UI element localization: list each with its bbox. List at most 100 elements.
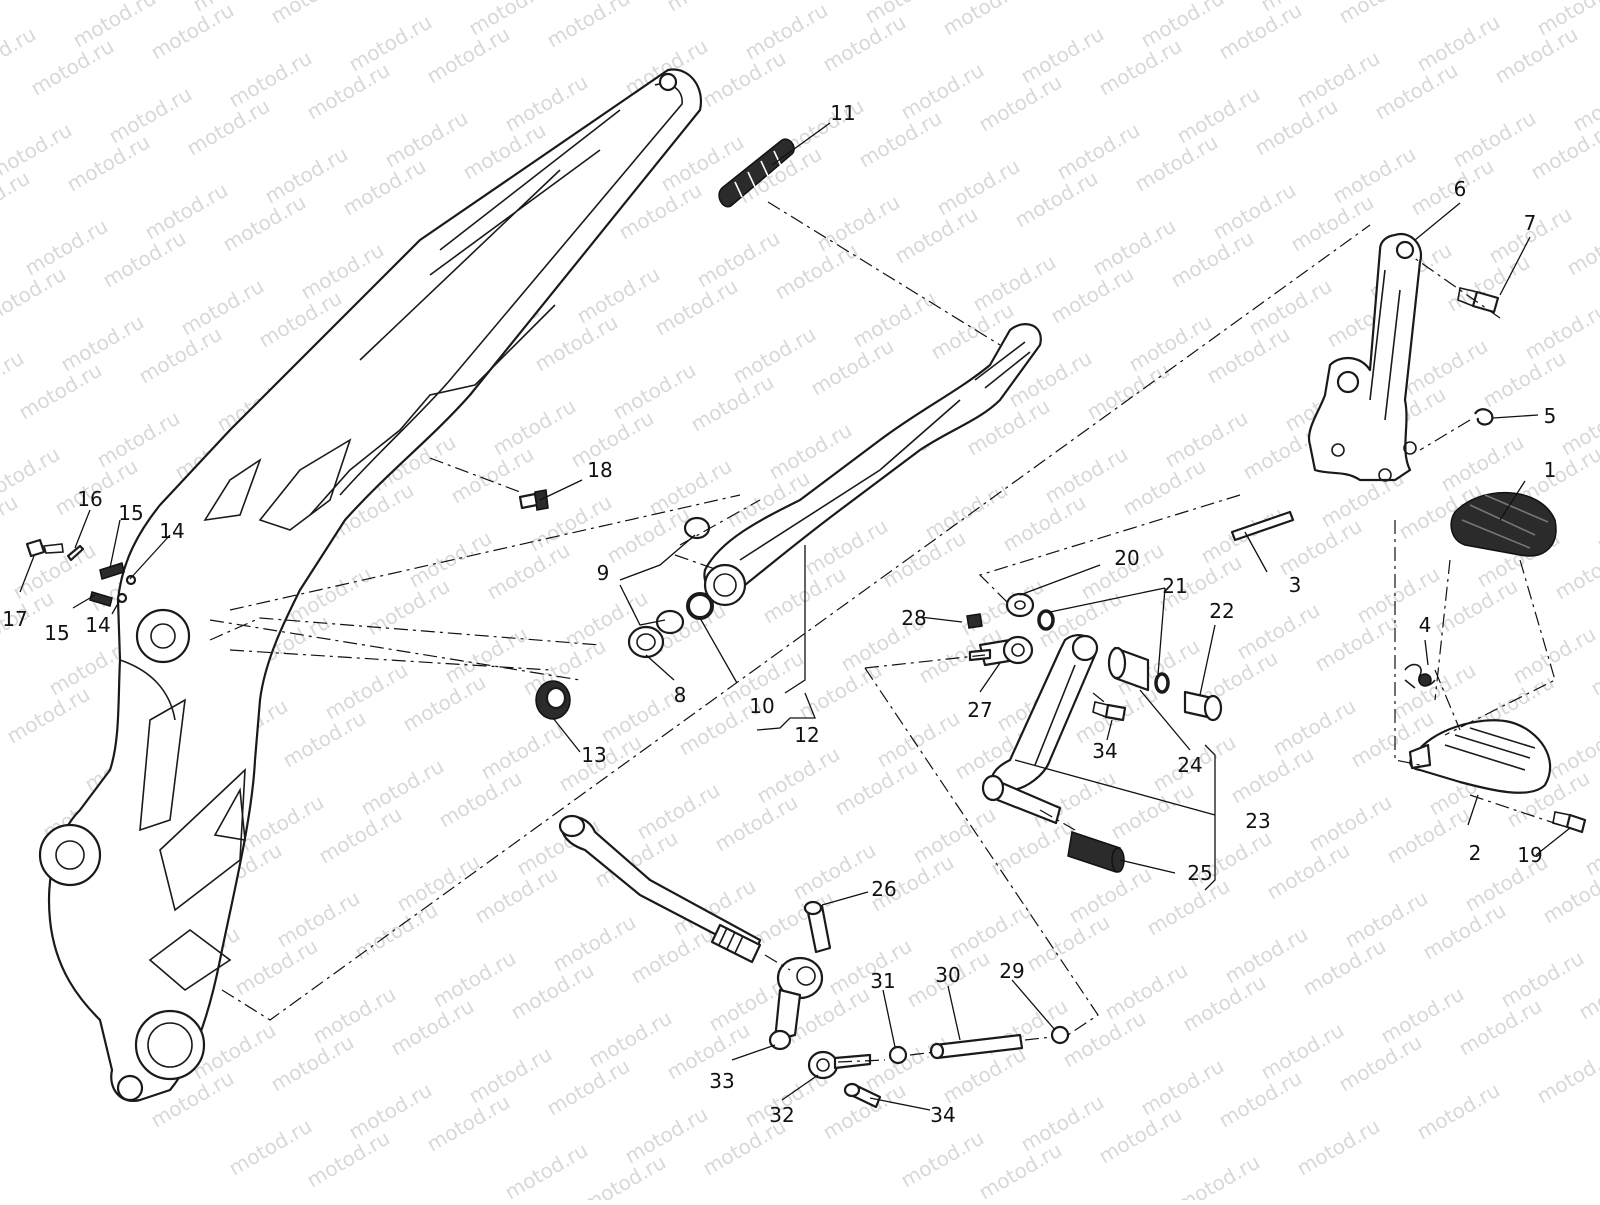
watermark-text: motod.ru bbox=[549, 910, 640, 977]
watermark-text: motod.ru bbox=[603, 502, 694, 569]
watermark-text: motod.ru bbox=[891, 202, 982, 269]
watermark-text: motod.ru bbox=[543, 1054, 634, 1121]
watermark-text: motod.ru bbox=[945, 898, 1036, 965]
callout-30: 30 bbox=[935, 963, 960, 987]
watermark-text: motod.ru bbox=[729, 322, 820, 389]
watermark-text: motod.ru bbox=[21, 214, 112, 281]
watermark-text: motod.ru bbox=[687, 370, 778, 437]
watermark-text: motod.ru bbox=[873, 706, 964, 773]
callout-16: 16 bbox=[77, 487, 102, 511]
callout-10: 10 bbox=[749, 694, 774, 718]
watermark-text: motod.ru bbox=[999, 490, 1090, 557]
watermark-text: motod.ru bbox=[315, 802, 406, 869]
watermark-text: motod.ru bbox=[477, 718, 568, 785]
watermark-text: motod.ru bbox=[1011, 166, 1102, 233]
callout-8: 8 bbox=[674, 683, 687, 707]
callout-33: 33 bbox=[709, 1069, 734, 1093]
watermark-text: motod.ru bbox=[1257, 1018, 1348, 1085]
screw-18 bbox=[520, 490, 548, 510]
watermark-text: motod.ru bbox=[3, 682, 94, 749]
callout-31: 31 bbox=[870, 969, 895, 993]
watermark-text: motod.ru bbox=[219, 190, 310, 257]
watermark-text: motod.ru bbox=[423, 1090, 514, 1157]
watermark-text: motod.ru bbox=[1119, 454, 1210, 521]
watermark-text: motod.ru bbox=[1479, 346, 1570, 413]
callout-27: 27 bbox=[967, 698, 992, 722]
watermark-text: motod.ru bbox=[489, 394, 580, 461]
rod-end-32 bbox=[809, 1052, 870, 1078]
watermark-text: motod.ru bbox=[63, 130, 154, 197]
watermark-text: motod.ru bbox=[1107, 778, 1198, 845]
watermark-text: motod.ru bbox=[1173, 82, 1264, 149]
callout-14a: 14 bbox=[159, 519, 184, 543]
watermark-text: motod.ru bbox=[849, 286, 940, 353]
callout-6: 6 bbox=[1454, 177, 1467, 201]
watermark-text: motod.ru bbox=[0, 166, 34, 233]
cap-13 bbox=[536, 681, 570, 719]
watermark-text: motod.ru bbox=[1053, 118, 1144, 185]
nut-31 bbox=[890, 1047, 906, 1063]
watermark-text: motod.ru bbox=[303, 1126, 394, 1193]
watermark-text: motod.ru bbox=[789, 838, 880, 905]
watermark-text: motod.ru bbox=[501, 70, 592, 137]
watermark-text: motod.ru bbox=[1311, 610, 1402, 677]
watermark-text: motod.ru bbox=[1215, 1066, 1306, 1133]
watermark-text: motod.ru bbox=[225, 46, 316, 113]
callout-26: 26 bbox=[871, 877, 896, 901]
watermark-text: motod.ru bbox=[1131, 130, 1222, 197]
watermark-text: motod.ru bbox=[579, 1150, 670, 1200]
watermark-text: motod.ru bbox=[897, 1126, 988, 1193]
watermark-text: motod.ru bbox=[693, 226, 784, 293]
callout-11: 11 bbox=[830, 101, 855, 125]
watermark-text: motod.ru bbox=[1341, 886, 1432, 953]
watermark-text: motod.ru bbox=[1407, 154, 1498, 221]
watermark-text: motod.ru bbox=[1065, 862, 1156, 929]
watermark-text: motod.ru bbox=[1431, 574, 1522, 641]
callout-32: 32 bbox=[769, 1103, 794, 1127]
watermark-text: motod.ru bbox=[339, 154, 430, 221]
watermark-text: motod.ru bbox=[429, 946, 520, 1013]
watermark-text: motod.ru bbox=[1389, 658, 1480, 725]
watermark-text: motod.ru bbox=[543, 0, 634, 52]
callout-34b: 34 bbox=[930, 1103, 955, 1127]
watermark-text: motod.ru bbox=[15, 358, 106, 425]
callout-34a: 34 bbox=[1092, 739, 1117, 763]
watermark-text: motod.ru bbox=[465, 1042, 556, 1109]
callout-12: 12 bbox=[794, 723, 819, 747]
watermark-text: motod.ru bbox=[585, 1006, 676, 1073]
watermark-text: motod.ru bbox=[1161, 406, 1252, 473]
watermark-text: motod.ru bbox=[1275, 514, 1366, 581]
watermark-text: motod.ru bbox=[621, 1102, 712, 1169]
callout-21: 21 bbox=[1162, 574, 1187, 598]
watermark-text: motod.ru bbox=[351, 898, 442, 965]
watermark-text: motod.ru bbox=[1095, 1102, 1186, 1169]
watermark-text: motod.ru bbox=[183, 94, 274, 161]
watermark-text: motod.ru bbox=[807, 334, 898, 401]
watermark-text: motod.ru bbox=[225, 1114, 316, 1181]
watermark-text: motod.ru bbox=[381, 106, 472, 173]
watermark-text: motod.ru bbox=[303, 58, 394, 125]
watermark-text: motod.ru bbox=[573, 262, 664, 329]
watermark-text: motod.ru bbox=[1437, 430, 1528, 497]
callout-14b: 14 bbox=[85, 613, 110, 637]
watermark-text: motod.ru bbox=[501, 1138, 592, 1200]
watermark-text: motod.ru bbox=[819, 10, 910, 77]
clip-5 bbox=[1475, 409, 1492, 424]
watermark-text: motod.ru bbox=[1017, 1090, 1108, 1157]
watermark-text: motod.ru bbox=[363, 574, 454, 641]
watermark-text: motod.ru bbox=[135, 322, 226, 389]
callout-17: 17 bbox=[2, 607, 27, 631]
watermark-text: motod.ru bbox=[1017, 22, 1108, 89]
callout-23: 23 bbox=[1245, 809, 1270, 833]
watermark-text: motod.ru bbox=[231, 934, 322, 1001]
callout-22: 22 bbox=[1209, 599, 1234, 623]
watermark-text: motod.ru bbox=[99, 226, 190, 293]
watermark-text: motod.ru bbox=[441, 622, 532, 689]
callout-2: 2 bbox=[1469, 841, 1482, 865]
watermark-text: motod.ru bbox=[813, 190, 904, 257]
watermark-text: motod.ru bbox=[921, 478, 1012, 545]
watermark-text: motod.ru bbox=[147, 0, 238, 64]
watermark-text: motod.ru bbox=[1221, 922, 1312, 989]
watermark-text: motod.ru bbox=[177, 274, 268, 341]
